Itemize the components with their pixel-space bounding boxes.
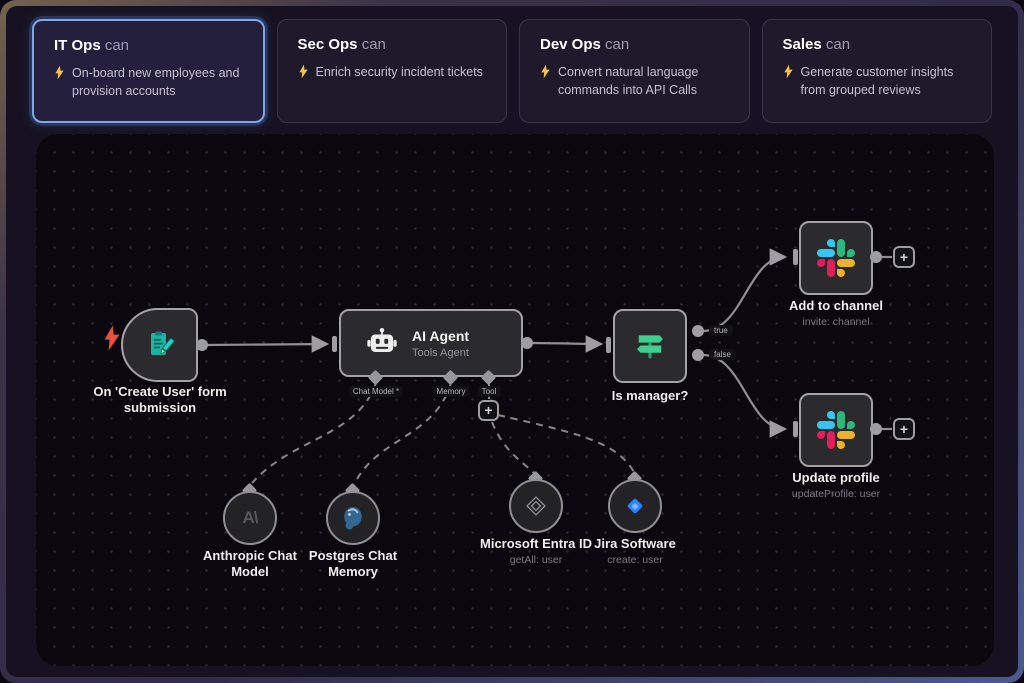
node-anthropic-chat-model[interactable]: A\: [223, 491, 277, 545]
if-true-output-connector[interactable]: [692, 325, 704, 337]
if-input-connector[interactable]: [606, 337, 611, 353]
slack-add-node-label: Add to channel: [789, 298, 883, 313]
add-next-node-button-top[interactable]: +: [893, 246, 915, 268]
card-title: Sales can: [783, 36, 976, 53]
entra-node-label: Microsoft Entra ID: [480, 536, 592, 551]
slack-icon: [817, 239, 855, 277]
card-description: Enrich security incident tickets: [298, 63, 491, 81]
connection-memory-to-postgres[interactable]: [354, 382, 452, 484]
card-title: Sec Ops can: [298, 36, 491, 53]
add-tool-button[interactable]: +: [478, 400, 499, 421]
card-description-text: Enrich security incident tickets: [315, 65, 483, 79]
if-false-label: false: [709, 349, 736, 360]
team-name: IT Ops: [54, 37, 101, 54]
node-slack-update-profile[interactable]: [799, 393, 873, 467]
anthropic-node-label: Anthropic Chat Model: [203, 548, 297, 580]
postgres-icon: [344, 507, 362, 530]
card-title: Dev Ops can: [540, 36, 733, 53]
trigger-node-label: On 'Create User' form submission: [93, 384, 227, 416]
if-false-output-connector[interactable]: [692, 349, 704, 361]
if-true-label: true: [709, 325, 733, 336]
jira-node-label: Jira Software: [594, 536, 676, 551]
lightning-icon: [298, 64, 308, 79]
connection-tool-to-jira[interactable]: [497, 414, 635, 473]
is-manager-node-label: Is manager?: [611, 388, 689, 403]
can-suffix: can: [825, 36, 851, 53]
connection-tool-to-entra[interactable]: [491, 421, 536, 475]
card-description: Generate customer insights from grouped …: [783, 63, 976, 99]
agent-text-block: AI Agent Tools Agent: [412, 328, 469, 359]
node-postgres-chat-memory[interactable]: [326, 491, 380, 545]
lightning-icon: [541, 64, 550, 79]
agent-subtitle: Tools Agent: [412, 346, 469, 359]
slack-add-input-connector[interactable]: [793, 249, 798, 265]
team-name: Sec Ops: [297, 36, 358, 53]
agent-input-connector[interactable]: [332, 336, 337, 352]
workflow-canvas[interactable]: On 'Create User' form submission AI Agen…: [36, 134, 994, 666]
slack-add-output-connector[interactable]: [870, 251, 882, 263]
agent-title: AI Agent: [412, 327, 470, 344]
signpost-icon: [637, 335, 663, 359]
card-description-text: Convert natural language commands into A…: [558, 65, 699, 98]
entra-icon: [526, 496, 546, 516]
app-background: IT Ops can On-board new employees and pr…: [6, 6, 1018, 677]
connection-trigger-to-agent[interactable]: [203, 335, 330, 353]
connection-chatmodel-to-anthropic[interactable]: [251, 382, 377, 484]
agent-memory-port-label: Memory: [432, 386, 470, 397]
slack-add-node-subtitle: invite: channel: [802, 316, 870, 328]
agent-chat-model-port-label: Chat Model *: [348, 386, 404, 397]
can-suffix: can: [605, 36, 630, 53]
card-description: On-board new employees and provision acc…: [54, 64, 247, 100]
entra-node-subtitle: getAll: user: [509, 554, 563, 566]
use-case-card-sec-ops[interactable]: Sec Ops can Enrich security incident tic…: [276, 19, 507, 123]
trigger-output-connector[interactable]: [196, 339, 208, 351]
postgres-node-label: Postgres Chat Memory: [308, 548, 398, 580]
card-description-text: Generate customer insights from grouped …: [800, 65, 954, 98]
slack-update-node-label: Update profile: [792, 470, 880, 485]
node-is-manager[interactable]: [613, 309, 687, 383]
lightning-icon: [783, 64, 793, 79]
slack-update-input-connector[interactable]: [793, 421, 798, 437]
node-slack-add-to-channel[interactable]: [799, 221, 873, 295]
use-case-card-sales[interactable]: Sales can Generate customer insights fro…: [761, 19, 992, 123]
use-case-card-it-ops[interactable]: IT Ops can On-board new employees and pr…: [32, 19, 265, 123]
agent-tool-port-label: Tool: [477, 386, 501, 397]
use-case-card-row: IT Ops can On-board new employees and pr…: [6, 6, 1018, 123]
anthropic-icon: A\: [242, 508, 259, 527]
agent-output-connector[interactable]: [521, 337, 533, 349]
jira-icon: [627, 498, 643, 514]
jira-node-subtitle: create: user: [607, 554, 663, 566]
use-case-card-dev-ops[interactable]: Dev Ops can Convert natural language com…: [519, 19, 750, 123]
node-microsoft-entra-id[interactable]: [509, 479, 563, 533]
robot-icon: [367, 328, 397, 353]
execute-lightning-icon[interactable]: [102, 324, 122, 352]
node-ai-agent[interactable]: AI Agent Tools Agent: [339, 309, 523, 377]
node-jira-software[interactable]: [608, 479, 662, 533]
card-description: Convert natural language commands into A…: [540, 63, 733, 99]
slack-update-output-connector[interactable]: [870, 423, 882, 435]
add-next-node-button-bottom[interactable]: +: [893, 418, 915, 440]
lightning-icon: [55, 65, 64, 80]
connection-agent-to-if[interactable]: [528, 335, 604, 353]
card-description-text: On-board new employees and provision acc…: [72, 66, 240, 99]
team-name: Sales: [782, 36, 822, 53]
team-name: Dev Ops: [540, 36, 601, 53]
slack-icon: [817, 411, 855, 449]
node-form-trigger[interactable]: [121, 308, 198, 382]
can-suffix: can: [104, 37, 130, 54]
card-title: IT Ops can: [54, 37, 247, 54]
form-icon: [150, 331, 174, 355]
can-suffix: can: [361, 36, 386, 53]
slack-update-node-subtitle: updateProfile: user: [791, 488, 881, 500]
